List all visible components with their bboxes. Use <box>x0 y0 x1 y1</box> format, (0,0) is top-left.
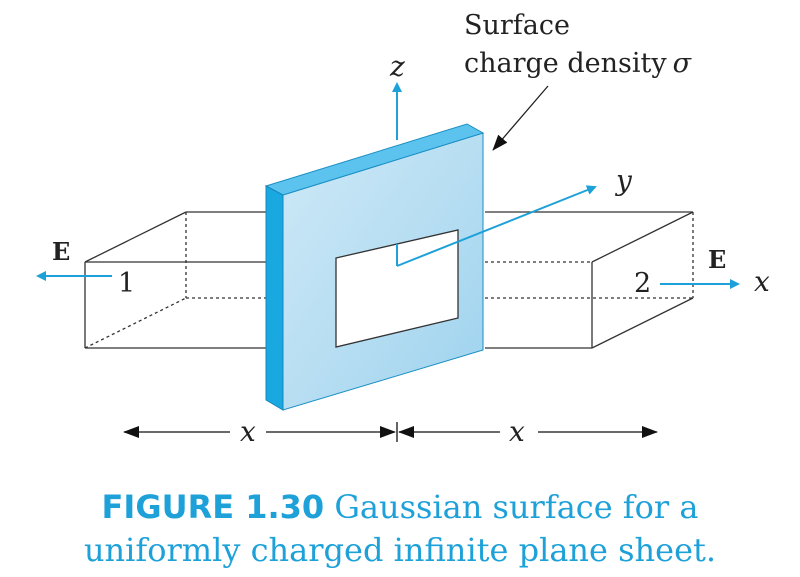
cylinder-cross-section <box>335 229 459 348</box>
charged-sheet <box>264 123 485 411</box>
field-label-right: E <box>708 245 726 274</box>
end-label-1: 1 <box>118 268 135 299</box>
field-label-left: E <box>52 237 70 266</box>
distance-label-right: x <box>509 415 525 448</box>
sheet-side-edge <box>265 185 284 411</box>
left-back-diag <box>84 297 187 349</box>
end-label-2: 2 <box>634 268 651 299</box>
right-bottom-diag <box>591 297 694 349</box>
distance-markers <box>123 422 658 442</box>
surface-label-line2-text: charge density <box>464 48 667 79</box>
surface-pointer-line <box>492 85 549 151</box>
x-axis-label: x <box>754 265 770 298</box>
figure-caption-line1: FIGURE 1.30 Gaussian surface for a <box>0 487 800 527</box>
y-axis-label: y <box>614 164 633 197</box>
right-top-diag <box>591 211 694 263</box>
z-axis-label: z <box>389 50 405 83</box>
figure-caption-text1: Gaussian surface for a <box>334 488 699 526</box>
sigma-symbol: σ <box>673 48 693 79</box>
figure-number: FIGURE 1.30 <box>101 488 325 526</box>
top-diag-left <box>84 211 187 263</box>
surface-label-line1: Surface <box>464 10 570 41</box>
gaussian-cylinder <box>84 211 694 349</box>
y-axis <box>396 185 597 267</box>
axes <box>36 82 740 289</box>
figure-caption-line2: uniformly charged infinite plane sheet. <box>83 531 717 569</box>
distance-label-left: x <box>240 415 256 448</box>
